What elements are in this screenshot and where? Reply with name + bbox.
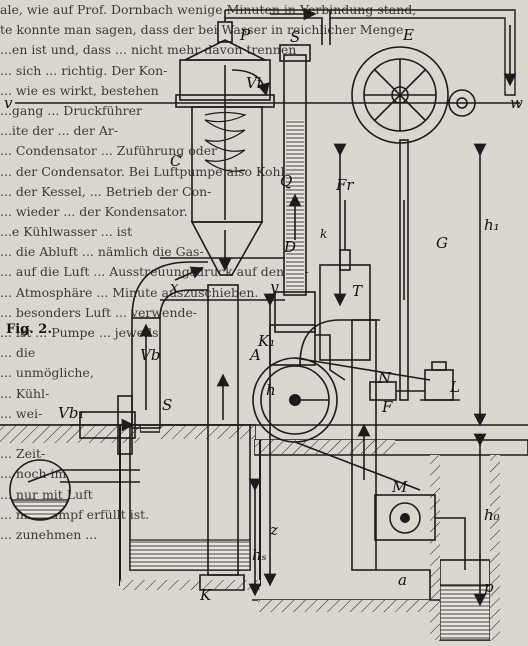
label-p-small: p xyxy=(484,578,494,596)
condenser-head xyxy=(175,10,275,276)
label-vi: Vi xyxy=(246,74,262,92)
label-a-small: a xyxy=(398,571,407,589)
pipe-n xyxy=(299,319,431,600)
label-h1: h₁ xyxy=(484,216,500,234)
ground xyxy=(0,424,528,641)
label-c: C xyxy=(170,152,182,170)
text-line: ... ist ... Pumpe ... jeweils xyxy=(0,325,159,340)
label-p: P xyxy=(239,26,251,44)
text-line: ... besonders Luft ... verwende- xyxy=(0,304,198,320)
label-vb1: Vb₁ xyxy=(58,404,84,422)
label-g: G xyxy=(436,234,448,252)
text-line: ... Atmosphäre ... Minute auszuschieben. xyxy=(0,284,259,300)
label-f: F xyxy=(381,398,393,416)
label-k: K xyxy=(199,586,212,604)
label-a: A xyxy=(248,346,261,364)
label-n: N xyxy=(377,369,392,387)
label-z: z xyxy=(269,521,278,539)
text-line: ...gang ... Druckführer xyxy=(0,102,142,118)
label-s2: S xyxy=(162,396,172,414)
label-k1: K₁ xyxy=(257,332,275,350)
label-d: D xyxy=(283,238,296,256)
text-line: ... wieder ... der Kondensator. xyxy=(0,203,188,219)
text-line: ... Kühl- xyxy=(0,385,50,401)
water-column xyxy=(274,44,316,333)
barometric-pipe xyxy=(131,261,245,591)
flywheel xyxy=(252,357,431,491)
label-m: M xyxy=(391,478,408,496)
label-k: k xyxy=(320,227,327,241)
label-q: Q xyxy=(280,172,292,190)
text-line: ... Condensator ... Zuführung oder xyxy=(0,143,218,159)
text-line: ... zunehmen ... xyxy=(0,526,98,542)
label-e: E xyxy=(402,26,414,44)
label-h: h xyxy=(266,381,276,399)
label-v: v xyxy=(4,94,13,112)
label-l: L xyxy=(449,378,460,396)
text-line: ... die xyxy=(0,345,36,361)
motors xyxy=(369,361,460,401)
label-hs: hₛ xyxy=(252,546,267,564)
text-line: ... der Condensator. Bei Luftpumpe also … xyxy=(0,163,285,179)
text-line: ... sich ... richtig. Der Kon- xyxy=(0,62,168,78)
label-h0: h₀ xyxy=(484,506,500,524)
text-line: ...ite der ... der Ar- xyxy=(0,123,119,139)
label-y: y xyxy=(269,278,279,296)
text-line: ... der Kessel, ... Betrieb der Con- xyxy=(0,183,212,199)
text-line: ... wei- xyxy=(0,405,43,421)
inlet-pipe xyxy=(70,317,161,455)
text-line: ...en ist und, dass ... nicht mehr davon… xyxy=(0,42,297,58)
label-t: T xyxy=(352,282,363,300)
text-line: te konnte man sagen, dass der bei Wasser… xyxy=(0,22,404,38)
figure-label: Fig. 2. xyxy=(6,322,52,337)
text-line: ...e Kühlwasser ... ist xyxy=(0,224,133,240)
text-line: ... unmögliche, xyxy=(0,365,94,381)
pump-m xyxy=(374,494,466,570)
text-line: ... Zeit- xyxy=(0,446,46,462)
fan-pump xyxy=(351,46,476,401)
left-reservoir xyxy=(9,459,140,521)
label-w: w xyxy=(510,94,523,112)
label-vb: Vb xyxy=(140,346,160,364)
label-x: x xyxy=(170,278,179,296)
label-fr: Fr xyxy=(335,176,354,194)
text-line: ... wie es wirkt, bestehen xyxy=(0,82,159,98)
top-pipe xyxy=(225,7,517,96)
label-s: S xyxy=(290,28,300,46)
text-line: ... die Abluft ... nämlich die Gas- xyxy=(0,244,204,260)
dimension-lines xyxy=(160,143,487,607)
